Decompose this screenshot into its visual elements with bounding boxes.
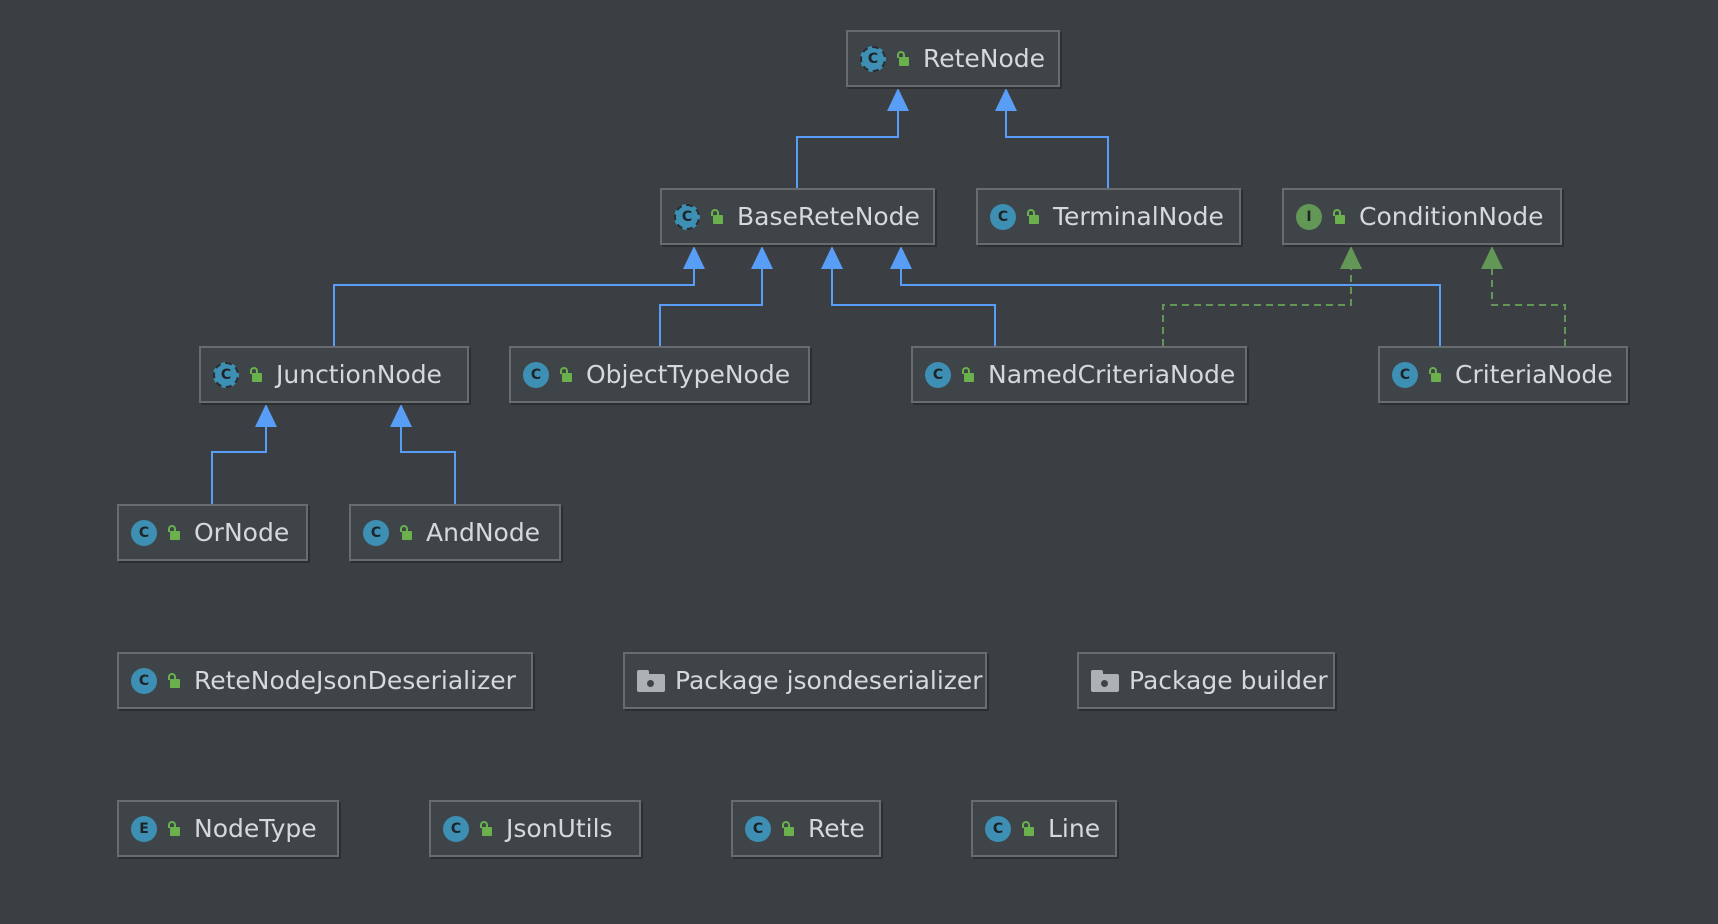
edge-line — [659, 268, 763, 346]
class-kind-icon: C — [523, 361, 549, 388]
node-terminalnode[interactable]: C TerminalNode — [976, 188, 1241, 245]
node-label: TerminalNode — [1053, 202, 1224, 231]
edge-line — [900, 268, 1441, 346]
arrow-head-icon — [255, 404, 277, 427]
package-folder-icon — [637, 669, 665, 692]
edge-line — [831, 268, 996, 346]
class-kind-icon: C — [990, 203, 1016, 230]
node-label: NamedCriteriaNode — [988, 360, 1236, 389]
node-label: NodeType — [194, 814, 317, 843]
class-kind-icon: C — [131, 519, 157, 546]
node-criterianode[interactable]: C CriteriaNode — [1378, 346, 1628, 403]
node-label: ConditionNode — [1359, 202, 1544, 231]
node-label: CriteriaNode — [1455, 360, 1613, 389]
node-ornode[interactable]: C OrNode — [117, 504, 308, 561]
abstract-kind-icon: C — [213, 361, 239, 388]
edge-line — [400, 426, 456, 504]
node-andnode[interactable]: C AndNode — [349, 504, 561, 561]
edge-criterianode-extends-baseretenode — [890, 246, 1441, 346]
public-visibility-icon — [1428, 367, 1441, 382]
node-label: Line — [1048, 814, 1101, 843]
node-label: ReteNodeJsonDeserializer — [194, 666, 516, 695]
node-junctionnode[interactable]: C JunctionNode — [199, 346, 469, 403]
enum-kind-icon: E — [131, 815, 157, 842]
public-visibility-icon — [167, 821, 180, 836]
edge-namedcriterianode-extends-baseretenode — [821, 246, 996, 346]
public-visibility-icon — [1332, 209, 1345, 224]
public-visibility-icon — [896, 51, 909, 66]
node-label: Package jsondeserializer — [675, 666, 983, 695]
public-visibility-icon — [559, 367, 572, 382]
public-visibility-icon — [781, 821, 794, 836]
arrow-head-icon — [890, 246, 912, 269]
public-visibility-icon — [961, 367, 974, 382]
edge-junctionnode-extends-baseretenode — [333, 246, 705, 346]
arrow-head-icon — [751, 246, 773, 269]
public-visibility-icon — [167, 673, 180, 688]
edge-line — [333, 268, 695, 346]
class-kind-icon: C — [985, 815, 1011, 842]
node-label: JunctionNode — [276, 360, 442, 389]
node-label: ReteNode — [923, 44, 1046, 73]
public-visibility-icon — [479, 821, 492, 836]
public-visibility-icon — [399, 525, 412, 540]
node-nodetype[interactable]: E NodeType — [117, 800, 339, 857]
arrow-head-icon — [887, 88, 909, 111]
edge-terminalnode-extends-retenode — [995, 88, 1109, 188]
node-label: JsonUtils — [506, 814, 613, 843]
edge-line — [211, 426, 267, 504]
arrow-head-icon — [683, 246, 705, 269]
node-retenode[interactable]: C ReteNode — [846, 30, 1060, 87]
class-kind-icon: C — [925, 361, 951, 388]
arrow-head-icon — [1481, 246, 1503, 269]
public-visibility-icon — [710, 209, 723, 224]
node-package-jsondeserializer[interactable]: Package jsondeserializer — [623, 652, 987, 709]
edge-ornode-extends-junctionnode — [211, 404, 277, 504]
edge-line — [1491, 268, 1566, 346]
edge-criterianode-implements-conditionnode — [1481, 246, 1566, 346]
edge-objecttypenode-extends-baseretenode — [659, 246, 773, 346]
package-folder-icon — [1091, 669, 1119, 692]
public-visibility-icon — [1021, 821, 1034, 836]
arrow-head-icon — [821, 246, 843, 269]
abstract-kind-icon: C — [674, 203, 700, 230]
public-visibility-icon — [167, 525, 180, 540]
node-label: Package builder — [1129, 666, 1328, 695]
arrow-head-icon — [1340, 246, 1362, 269]
node-label: ObjectTypeNode — [586, 360, 791, 389]
node-label: OrNode — [194, 518, 290, 547]
edge-line — [796, 110, 899, 188]
abstract-kind-icon: C — [860, 45, 886, 72]
public-visibility-icon — [1026, 209, 1039, 224]
node-label: Rete — [808, 814, 865, 843]
node-rete[interactable]: C Rete — [731, 800, 881, 857]
class-kind-icon: C — [363, 519, 389, 546]
arrow-head-icon — [390, 404, 412, 427]
edge-line — [1005, 110, 1109, 188]
edge-baseretenode-extends-retenode — [796, 88, 909, 188]
class-kind-icon: C — [443, 815, 469, 842]
node-objecttypenode[interactable]: C ObjectTypeNode — [509, 346, 810, 403]
interface-kind-icon: I — [1296, 203, 1322, 230]
node-line[interactable]: C Line — [971, 800, 1117, 857]
public-visibility-icon — [249, 367, 262, 382]
edge-line — [1162, 268, 1352, 346]
edge-namedcriterianode-implements-conditionnode — [1162, 246, 1362, 346]
node-retenodejsondeserializer[interactable]: C ReteNodeJsonDeserializer — [117, 652, 533, 709]
class-kind-icon: C — [131, 667, 157, 694]
class-kind-icon: C — [745, 815, 771, 842]
node-conditionnode[interactable]: I ConditionNode — [1282, 188, 1562, 245]
class-kind-icon: C — [1392, 361, 1418, 388]
node-label: AndNode — [426, 518, 541, 547]
node-jsonutils[interactable]: C JsonUtils — [429, 800, 641, 857]
node-label: BaseReteNode — [737, 202, 920, 231]
node-baseretenode[interactable]: C BaseReteNode — [660, 188, 935, 245]
node-package-builder[interactable]: Package builder — [1077, 652, 1335, 709]
edge-andnode-extends-junctionnode — [390, 404, 456, 504]
node-namedcriterianode[interactable]: C NamedCriteriaNode — [911, 346, 1247, 403]
arrow-head-icon — [995, 88, 1017, 111]
